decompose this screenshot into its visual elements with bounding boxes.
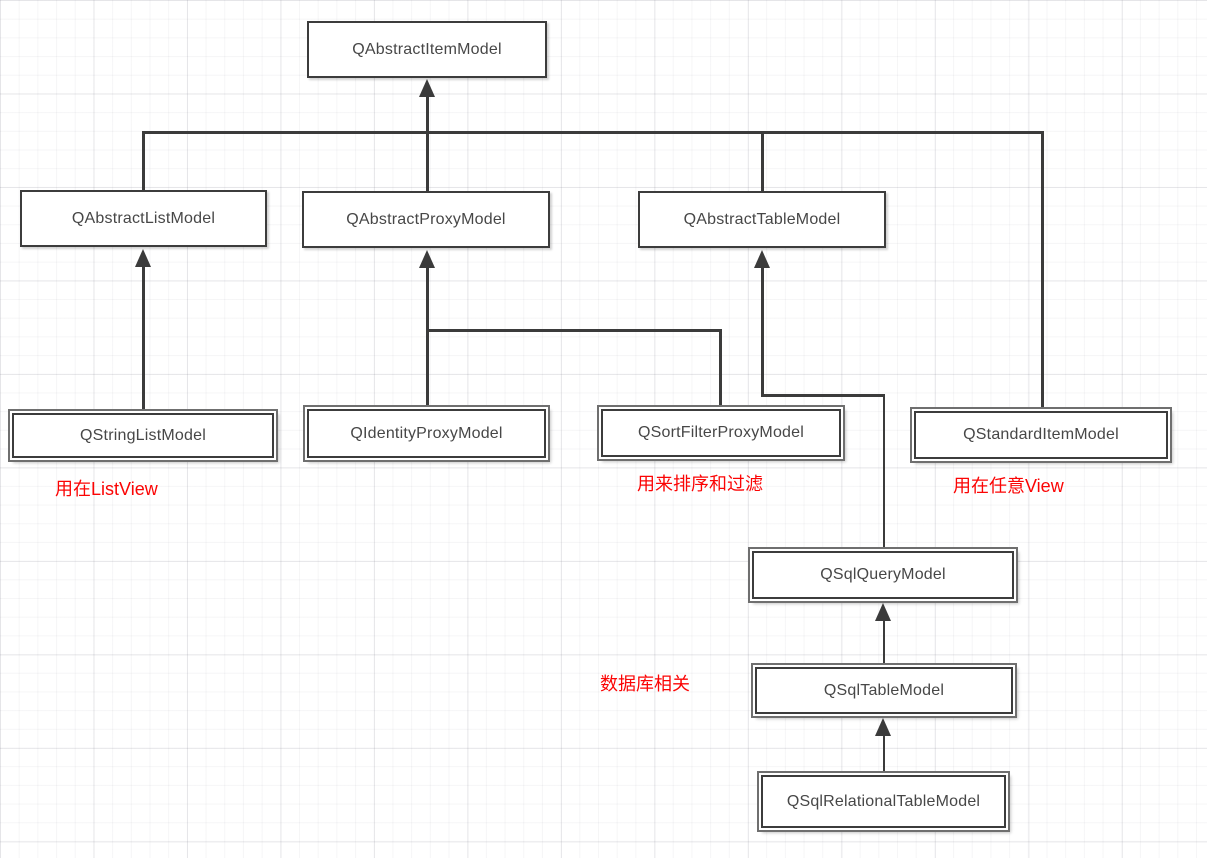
class-node-qsqlquerymodel: QSqlQueryModel bbox=[752, 551, 1014, 599]
connector-stringlist-to-listmodel bbox=[142, 265, 145, 413]
connector-sqlrelational-to-sqltable bbox=[882, 734, 885, 775]
class-node-qabstractproxymodel: QAbstractProxyModel bbox=[302, 191, 550, 248]
arrowhead-icon-sqltablemodel bbox=[874, 718, 891, 736]
arrowhead-icon-listmodel bbox=[134, 249, 151, 267]
class-node-qabstracttablemodel: QAbstractTableModel bbox=[638, 191, 886, 248]
annotation-database-related: 数据库相关 bbox=[600, 674, 690, 694]
annotation-listview: 用在ListView bbox=[55, 479, 158, 499]
connector-top-rail bbox=[142, 131, 1044, 134]
class-node-qstandarditemmodel: QStandardItemModel bbox=[914, 411, 1168, 459]
connector-sqlquery-vertical-upper bbox=[761, 266, 764, 396]
class-node-qabstractlistmodel: QAbstractListModel bbox=[20, 190, 267, 247]
annotation-any-view: 用在任意View bbox=[953, 476, 1064, 496]
arrowhead-icon-tablemodel bbox=[753, 250, 770, 268]
class-node-qidentityproxymodel: QIdentityProxyModel bbox=[307, 409, 546, 458]
connector-sqlquery-vertical-lower bbox=[882, 394, 885, 551]
arrowhead-icon-sqlquerymodel bbox=[874, 603, 891, 621]
connector-identity-to-proxymodel bbox=[426, 266, 429, 409]
connector-rail-to-standarditemmodel bbox=[1041, 131, 1044, 411]
arrowhead-icon-itemmodel bbox=[419, 79, 435, 97]
connector-sqltable-to-sqlquery bbox=[882, 619, 885, 667]
annotation-sort-filter: 用来排序和过滤 bbox=[637, 474, 763, 494]
connector-sortfilter-branch-horizontal bbox=[426, 329, 722, 332]
class-node-qstringlistmodel: QStringListModel bbox=[12, 413, 274, 458]
connector-rail-to-tablemodel bbox=[761, 131, 764, 193]
connector-rail-to-itemmodel bbox=[426, 95, 429, 133]
connector-rail-to-proxymodel bbox=[426, 131, 429, 193]
class-node-qsqlrelationaltablemodel: QSqlRelationalTableModel bbox=[761, 775, 1006, 828]
class-node-qsortfilterproxymodel: QSortFilterProxyModel bbox=[601, 409, 841, 457]
connector-sqlquery-horizontal bbox=[761, 394, 885, 397]
connector-rail-to-listmodel bbox=[142, 131, 145, 192]
class-node-qsqltablemodel: QSqlTableModel bbox=[755, 667, 1013, 714]
class-node-qabstractitemmodel: QAbstractItemModel bbox=[307, 21, 547, 78]
connector-sortfilter-branch-vertical bbox=[719, 329, 722, 409]
arrowhead-icon-proxymodel bbox=[418, 250, 435, 268]
